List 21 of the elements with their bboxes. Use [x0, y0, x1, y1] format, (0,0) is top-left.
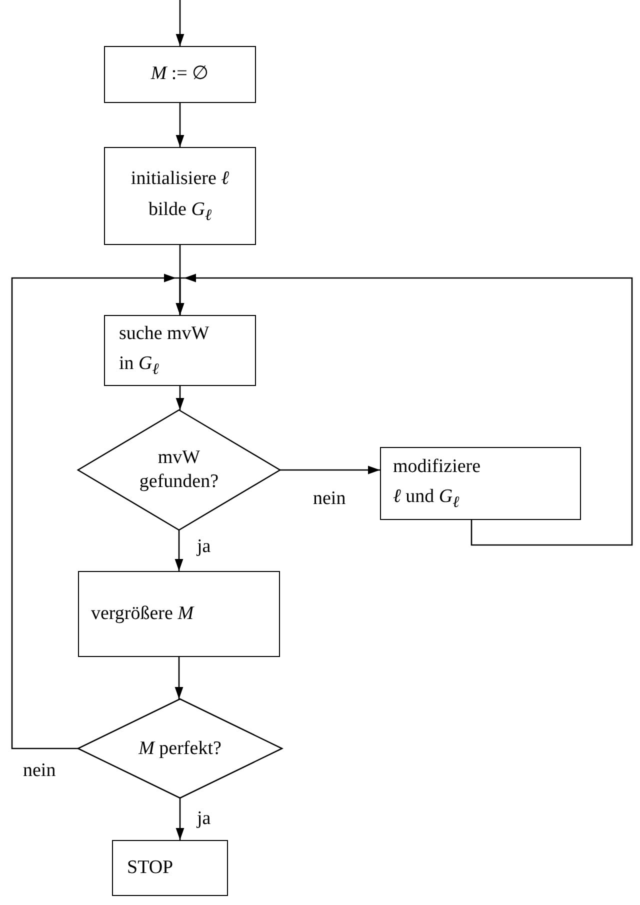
step-text: in G$_{ℓ}$ [119, 352, 159, 380]
process-box [78, 571, 280, 657]
step-text: bilde G$_{ℓ}$ [148, 198, 212, 226]
decision-text: M perfekt? [138, 736, 222, 760]
step-text: ℓ und G$_{ℓ}$ [393, 485, 460, 513]
process-box [380, 447, 581, 520]
decision-diamond [78, 410, 280, 530]
process-box [104, 46, 256, 103]
edge-label: ja [195, 809, 213, 830]
process-box [112, 840, 228, 896]
step-text: vergrößere M [91, 602, 194, 626]
decision-diamond [78, 699, 282, 798]
process-box [104, 147, 256, 245]
decision-text: mvW gefunden? [138, 446, 220, 494]
step-text: initialisiere ℓ [130, 167, 230, 192]
step-text: suche mvW [119, 322, 210, 346]
process-box [104, 315, 256, 386]
step-text: STOP [127, 856, 174, 880]
step-text: M := ∅ [150, 62, 210, 86]
edge-label: ja [195, 537, 213, 558]
step-text: modifiziere [393, 454, 481, 479]
